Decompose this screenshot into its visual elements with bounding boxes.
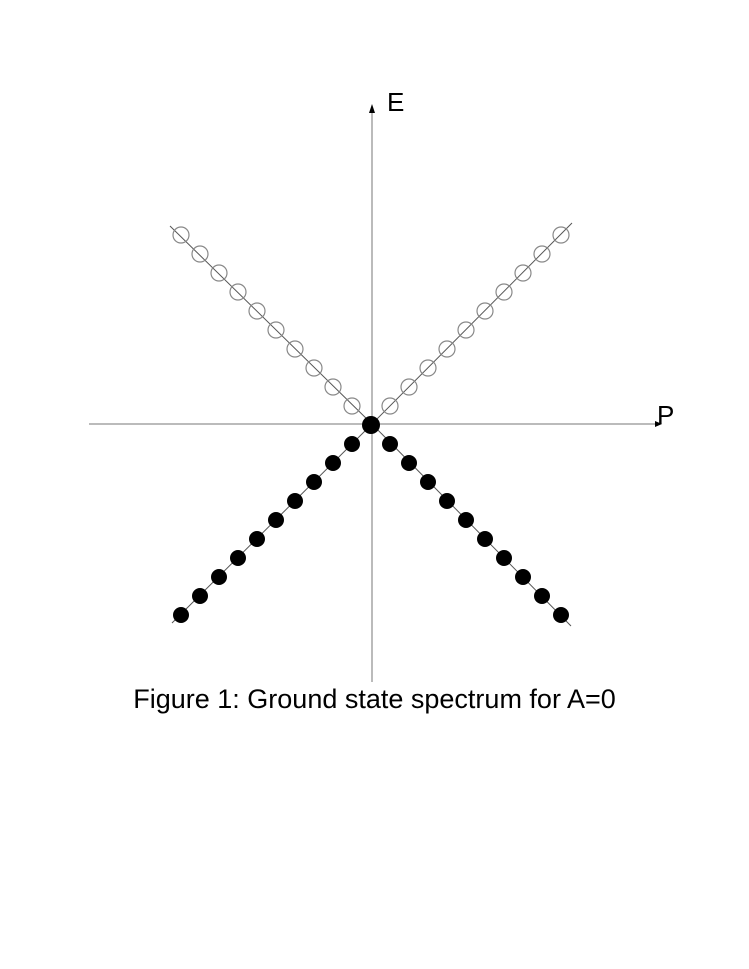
empty-state-point bbox=[229, 283, 247, 301]
empty-state-point bbox=[210, 264, 228, 282]
filled-state-point bbox=[211, 569, 227, 585]
filled-state-point bbox=[325, 455, 341, 471]
filled-state-point bbox=[496, 550, 512, 566]
energy-axis-label: E bbox=[387, 87, 404, 117]
spectrum-points bbox=[172, 226, 570, 623]
filled-state-point bbox=[192, 588, 208, 604]
filled-state-point bbox=[553, 607, 569, 623]
filled-state-point bbox=[249, 531, 265, 547]
filled-state-point bbox=[401, 455, 417, 471]
empty-state-point bbox=[324, 378, 342, 396]
horizontal-axis-arrowhead bbox=[655, 421, 662, 427]
origin-state-point bbox=[362, 416, 380, 434]
empty-state-point bbox=[438, 340, 456, 358]
empty-state-point bbox=[419, 359, 437, 377]
filled-state-point bbox=[173, 607, 189, 623]
filled-state-point bbox=[420, 474, 436, 490]
empty-state-point bbox=[552, 226, 570, 244]
filled-state-point bbox=[306, 474, 322, 490]
empty-state-point bbox=[248, 302, 266, 320]
empty-state-point bbox=[267, 321, 285, 339]
empty-state-point bbox=[286, 340, 304, 358]
empty-state-point bbox=[172, 226, 190, 244]
empty-state-point bbox=[514, 264, 532, 282]
empty-state-point bbox=[476, 302, 494, 320]
upper-left-branch-line bbox=[169, 225, 373, 425]
filled-state-point bbox=[458, 512, 474, 528]
empty-state-point bbox=[305, 359, 323, 377]
filled-state-point bbox=[477, 531, 493, 547]
empty-state-point bbox=[533, 245, 551, 263]
empty-state-point bbox=[343, 397, 361, 415]
vertical-axis-arrowhead bbox=[369, 104, 375, 113]
empty-state-point bbox=[381, 397, 399, 415]
filled-state-point bbox=[534, 588, 550, 604]
filled-state-point bbox=[230, 550, 246, 566]
filled-state-point bbox=[382, 436, 398, 452]
filled-state-point bbox=[287, 493, 303, 509]
filled-state-point bbox=[344, 436, 360, 452]
empty-state-point bbox=[495, 283, 513, 301]
empty-state-point bbox=[191, 245, 209, 263]
upper-right-branch-line bbox=[371, 222, 573, 425]
filled-state-point bbox=[439, 493, 455, 509]
empty-state-point bbox=[457, 321, 475, 339]
empty-state-point bbox=[400, 378, 418, 396]
momentum-axis-label: P bbox=[657, 400, 674, 430]
filled-state-point bbox=[268, 512, 284, 528]
figure-caption: Figure 1: Ground state spectrum for A=0 bbox=[133, 684, 616, 714]
filled-state-point bbox=[515, 569, 531, 585]
